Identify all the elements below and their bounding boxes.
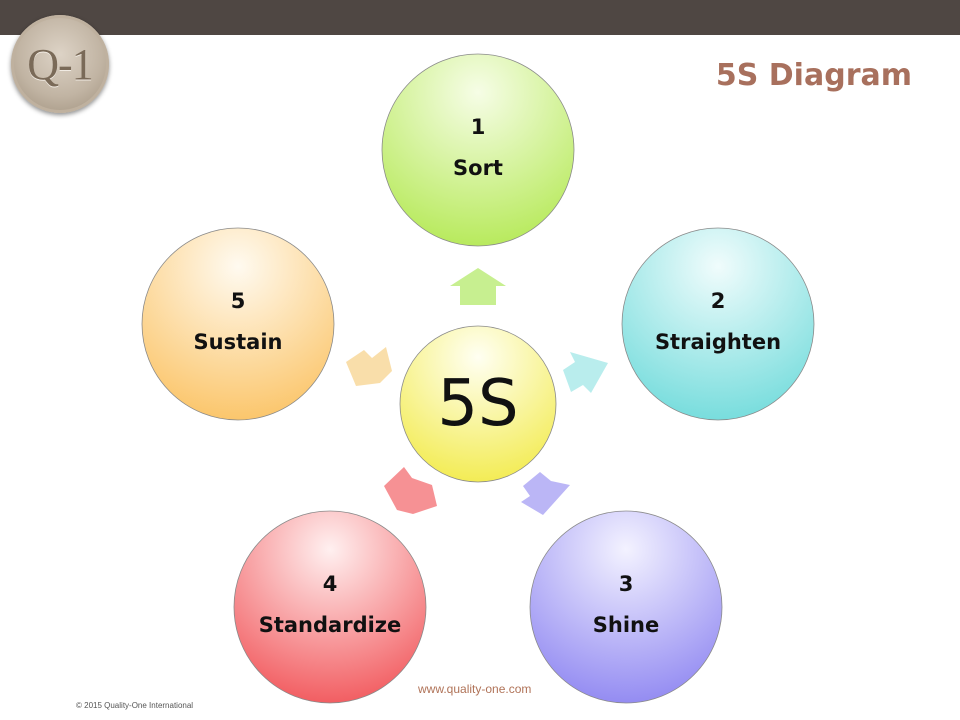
node-shine (529, 510, 723, 704)
node-number: 2 (710, 289, 726, 313)
q1-logo: Q-1 (11, 15, 109, 113)
node-number: 5 (230, 289, 246, 313)
node-number: 4 (322, 572, 338, 596)
arrow-to-sustain-icon (346, 347, 392, 386)
node-shine-label: 3 Shine (529, 564, 723, 646)
node-title: Straighten (654, 330, 782, 354)
node-sustain-label: 5 Sustain (141, 281, 335, 363)
node-sustain (141, 227, 335, 421)
website-link[interactable]: www.quality-one.com (418, 682, 532, 696)
center-node (399, 325, 557, 483)
arrow-to-shine-icon (521, 472, 570, 515)
copyright-text: © 2015 Quality-One International (76, 701, 194, 710)
node-number: 1 (470, 115, 486, 139)
node-straighten-label: 2 Straighten (621, 281, 815, 363)
node-standardize-label: 4 Standardize (233, 564, 427, 646)
node-title: Standardize (258, 613, 402, 637)
center-label: 5S (437, 367, 519, 441)
node-number: 3 (618, 572, 634, 596)
node-sort-label: 1 Sort (381, 107, 575, 189)
node-title: Shine (592, 613, 660, 637)
node-sort (381, 53, 575, 247)
node-standardize (233, 510, 427, 704)
page-title: 5S Diagram (715, 58, 912, 93)
node-straighten (621, 227, 815, 421)
arrow-to-standardize-icon (384, 467, 437, 514)
node-title: Sustain (193, 330, 283, 354)
arrow-to-sort-icon (450, 268, 506, 305)
logo-text: Q-1 (27, 39, 93, 89)
top-bar (0, 0, 960, 35)
node-title: Sort (453, 156, 503, 180)
arrow-to-straighten-icon (563, 352, 608, 393)
